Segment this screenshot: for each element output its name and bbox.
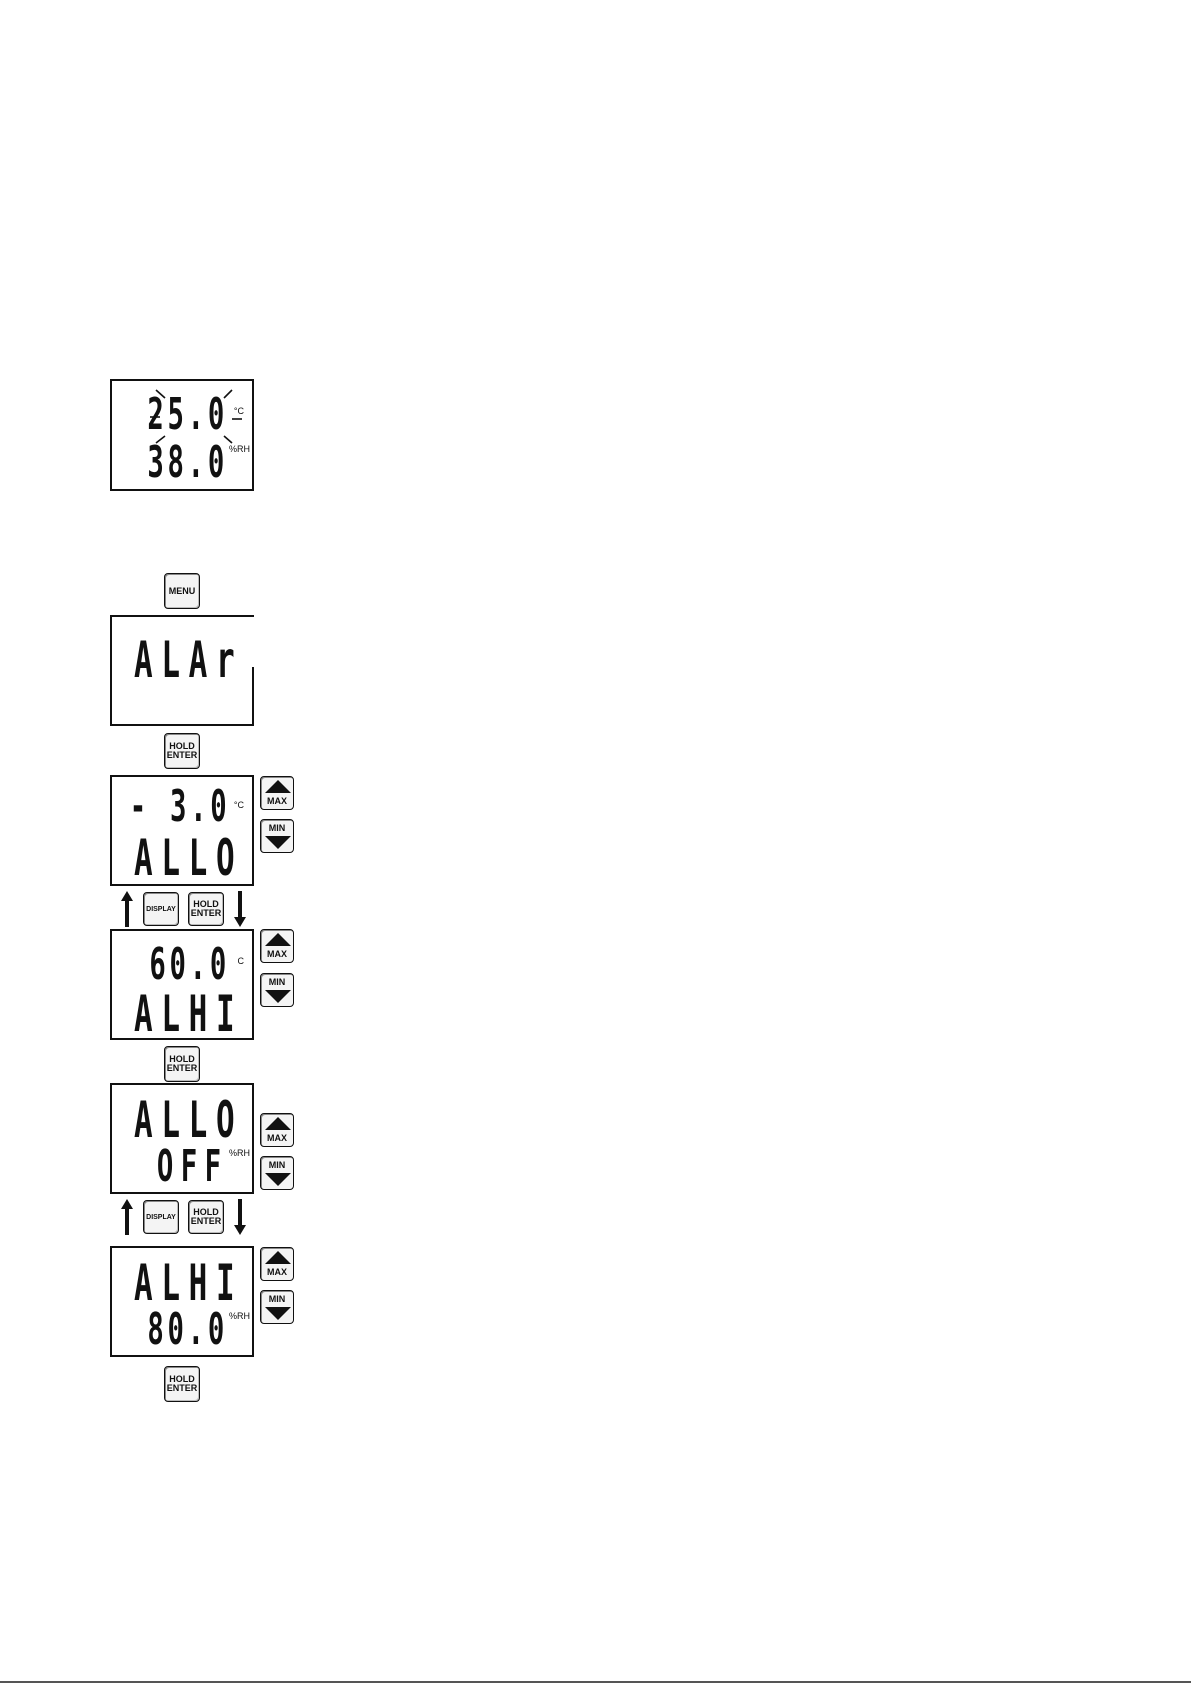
temp-low-label: ALLO: [134, 833, 243, 883]
alarm-menu-text: ALAr: [134, 635, 243, 685]
hold-enter-button[interactable]: HOLD ENTER: [188, 892, 224, 926]
lcd-temp-alarm-high: 60.0 C ALHI: [110, 929, 254, 1040]
temperature-value: 25.0: [147, 393, 228, 437]
hold-enter-button[interactable]: HOLD ENTER: [164, 1046, 200, 1082]
enter-label: ENTER: [191, 909, 222, 918]
hold-enter-button[interactable]: HOLD ENTER: [164, 733, 200, 769]
lcd-rh-alarm-low: ALLO OFF %RH: [110, 1083, 254, 1194]
temp-low-value: - 3.0: [129, 785, 230, 829]
display-button[interactable]: DISPLAY: [143, 892, 179, 926]
max-label: MAX: [261, 949, 293, 959]
rh-low-value: OFF: [156, 1145, 228, 1189]
display-label: DISPLAY: [146, 1213, 176, 1222]
down-arrow-icon: [265, 1173, 291, 1186]
up-arrow-icon: [121, 1199, 133, 1235]
min-label: MIN: [261, 823, 293, 833]
hold-enter-button[interactable]: HOLD ENTER: [188, 1200, 224, 1234]
rh-high-label: ALHI: [134, 1258, 243, 1308]
lcd-temp-alarm-low: - 3.0 °C ALLO: [110, 775, 254, 886]
min-down-button[interactable]: MIN: [260, 819, 294, 853]
min-down-button[interactable]: MIN: [260, 1290, 294, 1324]
page-bottom-rule: [0, 1681, 1191, 1683]
humidity-value: 38.0: [147, 441, 228, 485]
enter-label: ENTER: [167, 751, 198, 760]
humidity-unit: %RH: [229, 445, 250, 454]
temp-low-unit: °C: [234, 801, 244, 810]
rh-low-label: ALLO: [134, 1095, 243, 1145]
display-button[interactable]: DISPLAY: [143, 1200, 179, 1234]
max-label: MAX: [261, 1267, 293, 1277]
menu-button[interactable]: MENU: [164, 573, 200, 609]
up-arrow-icon: [265, 1117, 291, 1130]
max-up-button[interactable]: MAX: [260, 776, 294, 810]
max-up-button[interactable]: MAX: [260, 1113, 294, 1147]
lcd-main-readout: 25.0 °C 38.0 %RH: [110, 379, 254, 491]
temp-high-value: 60.0: [149, 943, 230, 987]
enter-label: ENTER: [191, 1217, 222, 1226]
max-label: MAX: [261, 796, 293, 806]
max-up-button[interactable]: MAX: [260, 1247, 294, 1281]
up-arrow-icon: [265, 780, 291, 793]
rh-high-value: 80.0: [147, 1308, 228, 1352]
lcd-alarm-menu: ALAr: [110, 615, 254, 726]
temp-high-label: ALHI: [134, 989, 243, 1039]
menu-button-label: MENU: [169, 587, 196, 596]
down-arrow-icon: [265, 836, 291, 849]
min-down-button[interactable]: MIN: [260, 1156, 294, 1190]
down-arrow-icon: [234, 891, 246, 927]
down-arrow-icon: [234, 1199, 246, 1235]
hold-enter-button[interactable]: HOLD ENTER: [164, 1366, 200, 1402]
display-label: DISPLAY: [146, 905, 176, 914]
lcd-rh-alarm-high: ALHI 80.0 %RH: [110, 1246, 254, 1357]
min-label: MIN: [261, 1294, 293, 1304]
min-label: MIN: [261, 977, 293, 987]
down-arrow-icon: [265, 990, 291, 1003]
max-label: MAX: [261, 1133, 293, 1143]
up-arrow-icon: [265, 933, 291, 946]
down-arrow-icon: [265, 1307, 291, 1320]
rh-high-unit: %RH: [229, 1312, 250, 1321]
min-down-button[interactable]: MIN: [260, 973, 294, 1007]
rh-low-unit: %RH: [229, 1149, 250, 1158]
up-arrow-icon: [265, 1251, 291, 1264]
enter-label: ENTER: [167, 1064, 198, 1073]
up-arrow-icon: [121, 891, 133, 927]
enter-label: ENTER: [167, 1384, 198, 1393]
temp-high-unit: C: [238, 957, 245, 966]
min-label: MIN: [261, 1160, 293, 1170]
temperature-unit: °C: [234, 407, 244, 416]
max-up-button[interactable]: MAX: [260, 929, 294, 963]
